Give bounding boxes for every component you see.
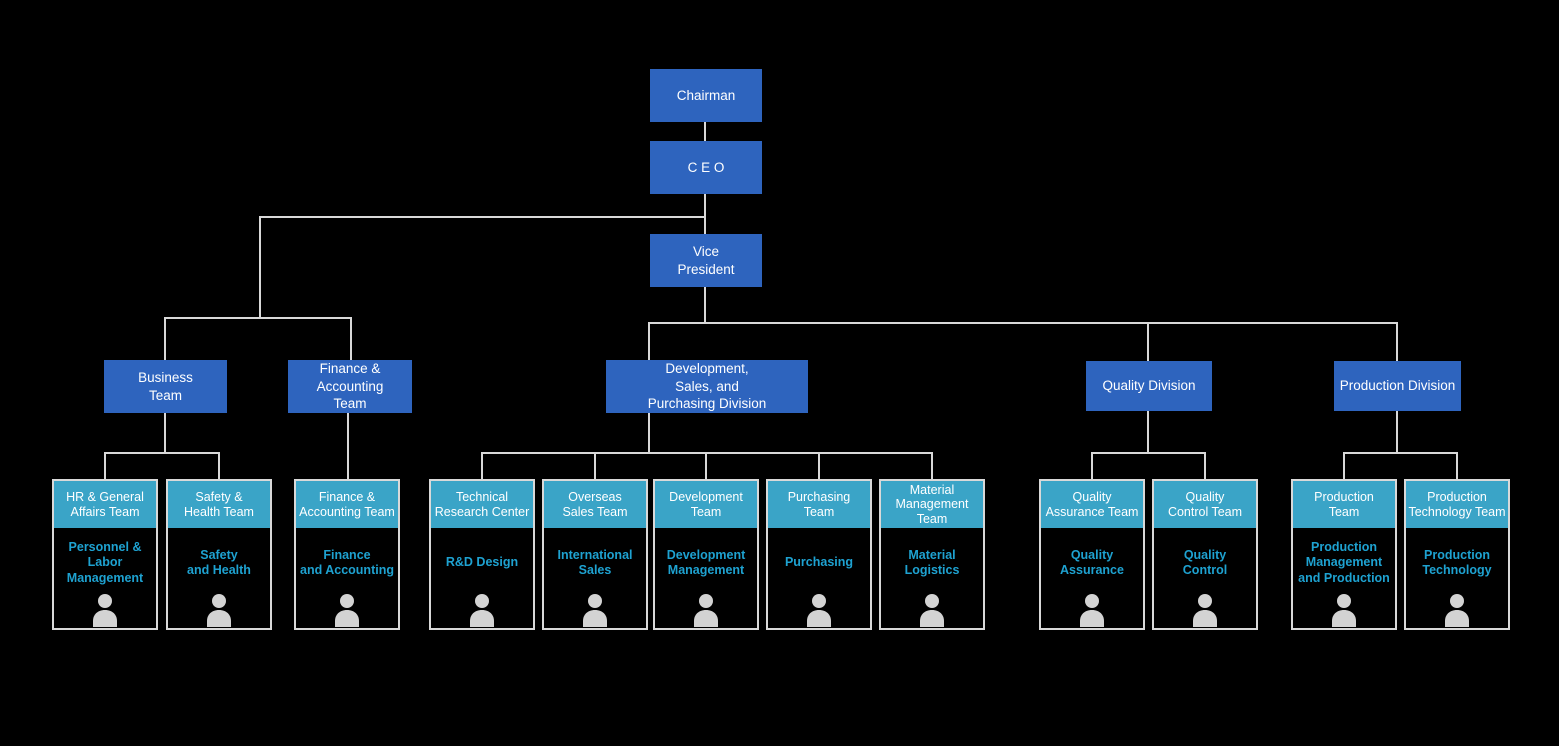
team-card-header: Development Team bbox=[655, 481, 757, 528]
team-card-description: R&D Design bbox=[445, 555, 519, 570]
node-business-team-label: Business Team bbox=[138, 369, 193, 403]
connector-line bbox=[1343, 452, 1345, 479]
team-card-description: Development Management bbox=[666, 547, 746, 577]
team-card-description: Purchasing bbox=[784, 555, 854, 570]
connector-line bbox=[1204, 452, 1206, 479]
person-icon bbox=[88, 593, 122, 627]
connector-line bbox=[648, 322, 1398, 324]
connector-line bbox=[164, 413, 166, 453]
connector-line bbox=[648, 322, 650, 360]
team-card-header: Technical Research Center bbox=[431, 481, 533, 528]
node-ceo: C E O bbox=[650, 141, 762, 194]
team-card-header: Production Team bbox=[1293, 481, 1395, 528]
person-icon bbox=[1440, 593, 1474, 627]
connector-line bbox=[1456, 452, 1458, 479]
node-ceo-label: C E O bbox=[687, 159, 725, 175]
team-card-overseas-sales: Overseas Sales Team International Sales bbox=[542, 479, 648, 630]
node-production-division: Production Division bbox=[1334, 361, 1461, 411]
connector-line bbox=[218, 452, 220, 479]
team-card-quality-control: Quality Control Team Quality Control bbox=[1152, 479, 1258, 630]
connector-line bbox=[1091, 452, 1206, 454]
connector-line bbox=[259, 216, 261, 318]
connector-line bbox=[1343, 452, 1458, 454]
person-icon bbox=[1188, 593, 1222, 627]
node-chairman-label: Chairman bbox=[676, 87, 736, 103]
node-quality-division: Quality Division bbox=[1086, 361, 1212, 411]
team-card-header: Quality Control Team bbox=[1154, 481, 1256, 528]
connector-line bbox=[104, 452, 106, 479]
connector-line bbox=[1091, 452, 1093, 479]
person-icon bbox=[465, 593, 499, 627]
team-card-header: HR & General Affairs Team bbox=[54, 481, 156, 528]
team-card-header: Production Technology Team bbox=[1406, 481, 1508, 528]
node-vice-president: Vice President bbox=[650, 234, 762, 287]
team-card-header: Overseas Sales Team bbox=[544, 481, 646, 528]
connector-line bbox=[704, 122, 706, 141]
team-card-description: Safety and Health bbox=[187, 547, 251, 577]
team-card-technical-research-center: Technical Research Center R&D Design bbox=[429, 479, 535, 630]
team-card-header: Safety & Health Team bbox=[168, 481, 270, 528]
team-card-hr-general-affairs: HR & General Affairs Team Personnel & La… bbox=[52, 479, 158, 630]
node-vice-president-label: Vice President bbox=[677, 243, 735, 277]
team-card-header: Purchasing Team bbox=[768, 481, 870, 528]
team-card-finance-accounting: Finance & Accounting Team Finance and Ac… bbox=[294, 479, 400, 630]
team-card-quality-assurance: Quality Assurance Team Quality Assurance bbox=[1039, 479, 1145, 630]
team-card-description: Finance and Accounting bbox=[300, 547, 394, 577]
node-dev-sales-purchasing-division-label: Development, Sales, and Purchasing Divis… bbox=[647, 361, 767, 412]
team-card-description: International Sales bbox=[557, 547, 633, 577]
connector-line bbox=[481, 452, 483, 479]
person-icon bbox=[802, 593, 836, 627]
connector-line bbox=[1147, 411, 1149, 453]
team-card-header: Quality Assurance Team bbox=[1041, 481, 1143, 528]
team-card-description: Quality Assurance bbox=[1060, 547, 1124, 577]
team-card-safety-health: Safety & Health Team Safety and Health bbox=[166, 479, 272, 630]
node-production-division-label: Production Division bbox=[1339, 378, 1456, 394]
connector-line bbox=[704, 287, 706, 323]
team-card-description: Quality Control bbox=[1182, 547, 1228, 577]
team-card-header: Material Management Team bbox=[881, 481, 983, 528]
team-card-description: Material Logistics bbox=[904, 547, 960, 577]
node-business-team: Business Team bbox=[104, 360, 227, 413]
connector-line bbox=[260, 216, 706, 218]
person-icon bbox=[578, 593, 612, 627]
connector-line bbox=[164, 317, 166, 360]
connector-line bbox=[347, 413, 349, 479]
node-finance-accounting-team-label: Finance & Accounting Team bbox=[316, 361, 384, 412]
node-dev-sales-purchasing-division: Development, Sales, and Purchasing Divis… bbox=[606, 360, 808, 413]
team-card-description: Production Management and Production bbox=[1298, 540, 1390, 585]
person-icon bbox=[689, 593, 723, 627]
node-chairman: Chairman bbox=[650, 69, 762, 122]
connector-line bbox=[1396, 322, 1398, 361]
connector-line bbox=[1147, 322, 1149, 361]
person-icon bbox=[1327, 593, 1361, 627]
person-icon bbox=[330, 593, 364, 627]
connector-line bbox=[818, 452, 820, 479]
connector-line bbox=[705, 452, 707, 479]
team-card-production-technology: Production Technology Team Production Te… bbox=[1404, 479, 1510, 630]
connector-line bbox=[164, 317, 352, 319]
person-icon bbox=[915, 593, 949, 627]
person-icon bbox=[202, 593, 236, 627]
team-card-header: Finance & Accounting Team bbox=[296, 481, 398, 528]
connector-line bbox=[931, 452, 933, 479]
connector-line bbox=[648, 413, 650, 453]
connector-line bbox=[104, 452, 220, 454]
connector-line bbox=[350, 317, 352, 360]
person-icon bbox=[1075, 593, 1109, 627]
team-card-material-management: Material Management Team Material Logist… bbox=[879, 479, 985, 630]
connector-line bbox=[704, 193, 706, 234]
team-card-purchasing: Purchasing Team Purchasing bbox=[766, 479, 872, 630]
team-card-description: Production Technology bbox=[1422, 547, 1492, 577]
connector-line bbox=[594, 452, 596, 479]
team-card-development: Development Team Development Management bbox=[653, 479, 759, 630]
team-card-description: Personnel & Labor Management bbox=[66, 540, 144, 585]
node-finance-accounting-team: Finance & Accounting Team bbox=[288, 360, 412, 413]
connector-line bbox=[1396, 411, 1398, 453]
node-quality-division-label: Quality Division bbox=[1102, 378, 1196, 394]
team-card-production: Production Team Production Management an… bbox=[1291, 479, 1397, 630]
